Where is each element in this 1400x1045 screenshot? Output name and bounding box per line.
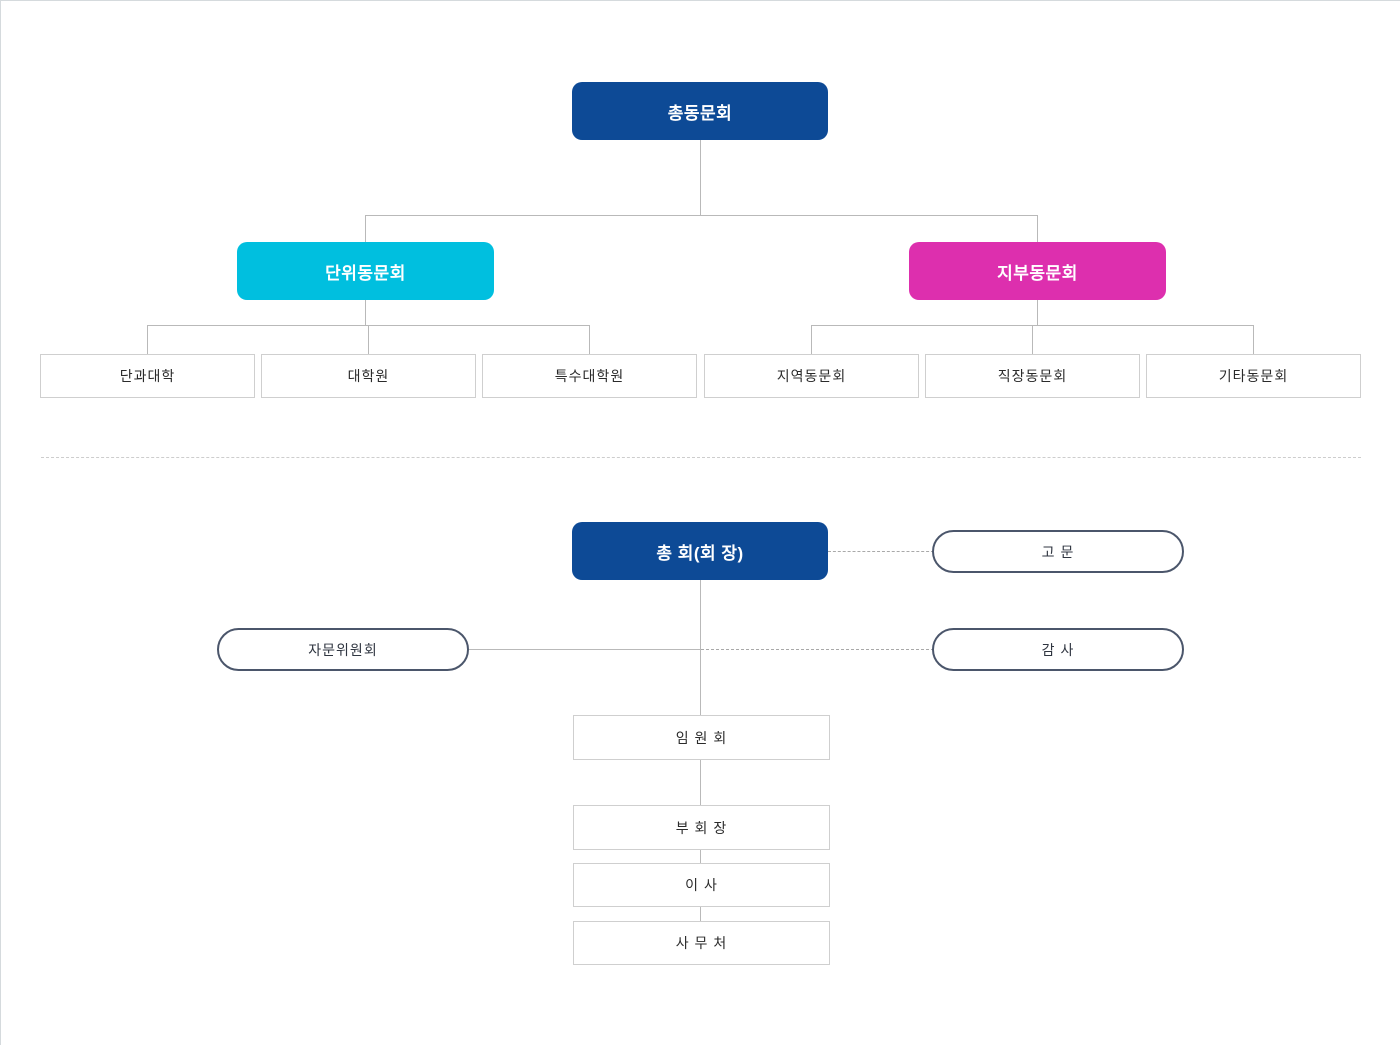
node-leaf-graduate-school[interactable]: 대학원 (261, 354, 476, 398)
node-leaf-regional-alumni[interactable]: 지역동문회 (704, 354, 919, 398)
connector-unit-drop-1 (147, 325, 148, 354)
node-executive-board[interactable]: 임 원 회 (573, 715, 830, 760)
node-vice-chairman[interactable]: 부 회 장 (573, 805, 830, 850)
connector-root-stem (700, 140, 701, 215)
node-leaf-workplace-alumni[interactable]: 직장동문회 (925, 354, 1140, 398)
connector-unit-drop-3 (589, 325, 590, 354)
node-branch-chapter-alumni[interactable]: 지부동문회 (909, 242, 1166, 300)
connector-chapter-drop-3 (1253, 325, 1254, 354)
connector-unit-drop-2 (368, 325, 369, 354)
connector-chapter-drop-1 (811, 325, 812, 354)
connector-advisor-dashed (828, 551, 934, 552)
connector-advisory-committee-solid (469, 649, 701, 650)
node-director[interactable]: 이 사 (573, 863, 830, 907)
node-branch-unit-alumni[interactable]: 단위동문회 (237, 242, 494, 300)
node-root-alumni-association[interactable]: 총동문회 (572, 82, 828, 140)
connector-director-to-office (700, 907, 701, 921)
node-leaf-other-alumni[interactable]: 기타동문회 (1146, 354, 1361, 398)
node-advisory-committee[interactable]: 자문위원회 (217, 628, 469, 671)
connector-branch-drop-right (1037, 215, 1038, 243)
node-advisor[interactable]: 고 문 (932, 530, 1184, 573)
section-divider (41, 457, 1361, 458)
connector-unit-stem (365, 300, 366, 325)
connector-chapter-drop-2 (1032, 325, 1033, 354)
connector-root-bus (365, 215, 1037, 216)
node-leaf-college[interactable]: 단과대학 (40, 354, 255, 398)
connector-auditor-dashed (701, 649, 934, 650)
connector-chapter-stem (1037, 300, 1038, 325)
node-secretariat[interactable]: 사 무 처 (573, 921, 830, 965)
connector-executive-to-vicechair (700, 760, 701, 805)
node-leaf-special-graduate-school[interactable]: 특수대학원 (482, 354, 697, 398)
node-root-general-assembly[interactable]: 총 회(회 장) (572, 522, 828, 580)
node-auditor[interactable]: 감 사 (932, 628, 1184, 671)
connector-branch-drop-left (365, 215, 366, 243)
connector-vicechair-to-director (700, 850, 701, 863)
connector-assembly-spine (700, 580, 701, 715)
